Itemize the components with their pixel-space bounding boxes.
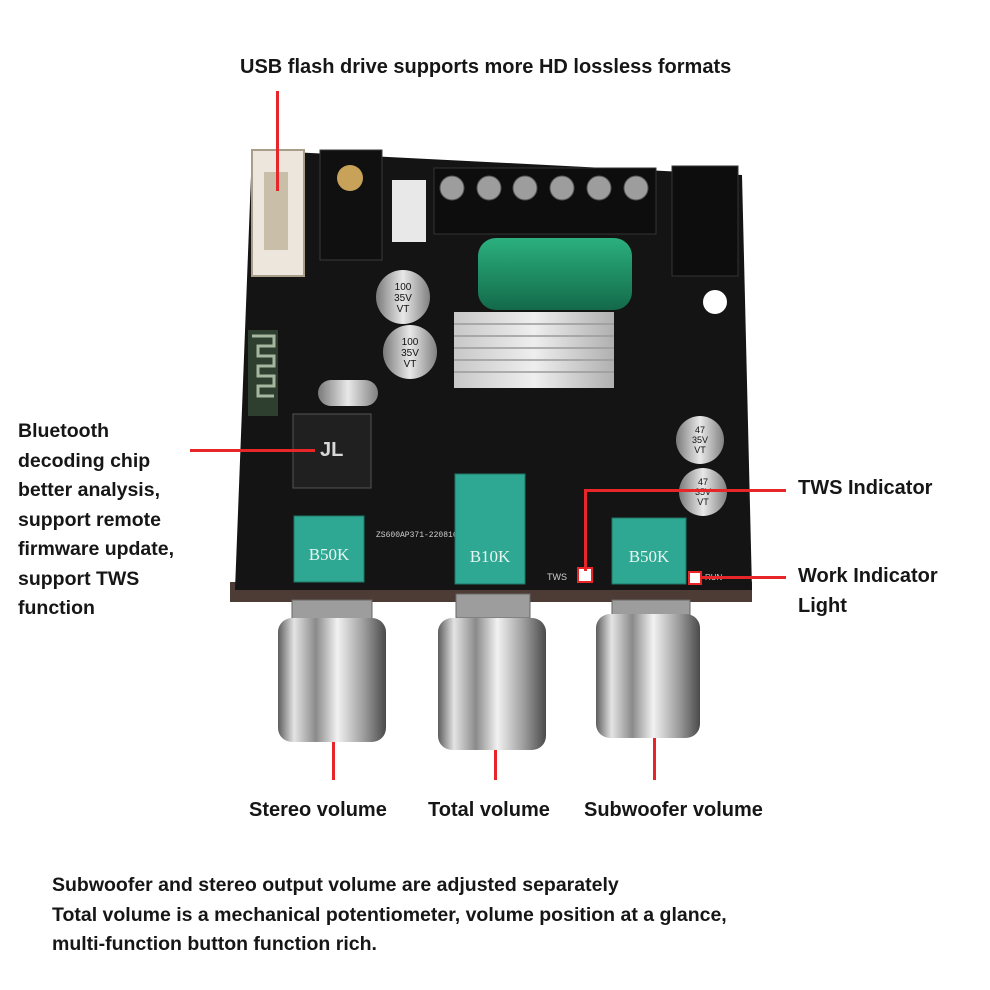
subwoofer-volume-label: Subwoofer volume (584, 799, 763, 821)
speaker-terminal-block (433, 167, 657, 235)
stereo-callout-line (332, 742, 335, 780)
cap-label: VT (694, 445, 706, 455)
knob-subwoofer-volume[interactable] (596, 614, 700, 738)
crystal-oscillator (318, 380, 378, 406)
cap-label: 100 (395, 282, 412, 293)
bluetooth-line: decoding chip (18, 449, 151, 472)
cap-label: VT (404, 359, 417, 370)
bluetooth-line: function (18, 597, 95, 619)
stereo-volume-label: Stereo volume (249, 799, 387, 821)
bluetooth-callout-label: Bluetooth decoding chip better analysis,… (18, 417, 174, 624)
pot-total (454, 473, 526, 585)
audio-jack-ring (337, 165, 363, 191)
capacitor-47uf-1 (676, 416, 724, 464)
knob-total-volume[interactable] (438, 618, 546, 750)
cap-label: 35V (692, 435, 708, 445)
pot-label: B50K (309, 545, 350, 564)
mount-hole (703, 290, 727, 314)
bluetooth-callout-line (190, 449, 315, 452)
serial-silkscreen: ZS600AP371-220816 (376, 531, 458, 540)
work-line: Work Indicator (798, 565, 938, 587)
usb-callout-label: USB flash drive supports more HD lossles… (240, 56, 732, 78)
tws-callout-label: TWS Indicator (798, 477, 933, 499)
dc-power-jack (671, 165, 739, 277)
bluetooth-line: support TWS (18, 567, 140, 590)
capacitor-100uf-2 (383, 325, 437, 379)
description-line: multi-function button function rich. (52, 933, 377, 955)
pot-stereo (293, 515, 365, 583)
tws-callout-line-h (584, 489, 786, 492)
bluetooth-line: support remote (18, 508, 162, 531)
bluetooth-line: firmware update, (18, 538, 175, 560)
work-callout-line (700, 576, 786, 579)
cap-label: VT (397, 304, 410, 315)
tws-callout-line-v (584, 489, 587, 571)
bluetooth-line: Bluetooth (18, 420, 109, 442)
description-block: Subwoofer and stereo output volume are a… (52, 871, 727, 960)
work-callout-label: Work Indicator Light (798, 561, 938, 621)
bluetooth-line: better analysis, (18, 479, 160, 501)
chip-logo: JL (320, 439, 343, 461)
bulk-capacitor (478, 238, 632, 310)
usb-callout-line (276, 91, 279, 191)
cap-label: 47 (698, 477, 708, 487)
cap-label: 35V (695, 487, 711, 497)
cap-label: 47 (695, 425, 705, 435)
cap-label: 100 (402, 337, 419, 348)
knob-stereo-volume[interactable] (278, 618, 386, 742)
tws-silkscreen: TWS (547, 572, 567, 582)
pot-label: B10K (470, 547, 511, 566)
cap-label: 35V (394, 293, 412, 304)
pin-header (392, 180, 426, 242)
work-line: Light (798, 595, 847, 617)
description-line: Subwoofer and stereo output volume are a… (52, 874, 619, 896)
subwoofer-callout-line (653, 738, 656, 780)
pot-label: B50K (629, 547, 670, 566)
cap-label: 35V (401, 348, 419, 359)
cap-label: VT (697, 497, 709, 507)
capacitor-100uf-1 (376, 270, 430, 324)
pot-subwoofer (611, 517, 687, 585)
total-volume-label: Total volume (428, 799, 550, 821)
description-line: Total volume is a mechanical potentiomet… (52, 903, 727, 926)
total-callout-line (494, 750, 497, 780)
capacitor-47uf-2 (679, 468, 727, 516)
